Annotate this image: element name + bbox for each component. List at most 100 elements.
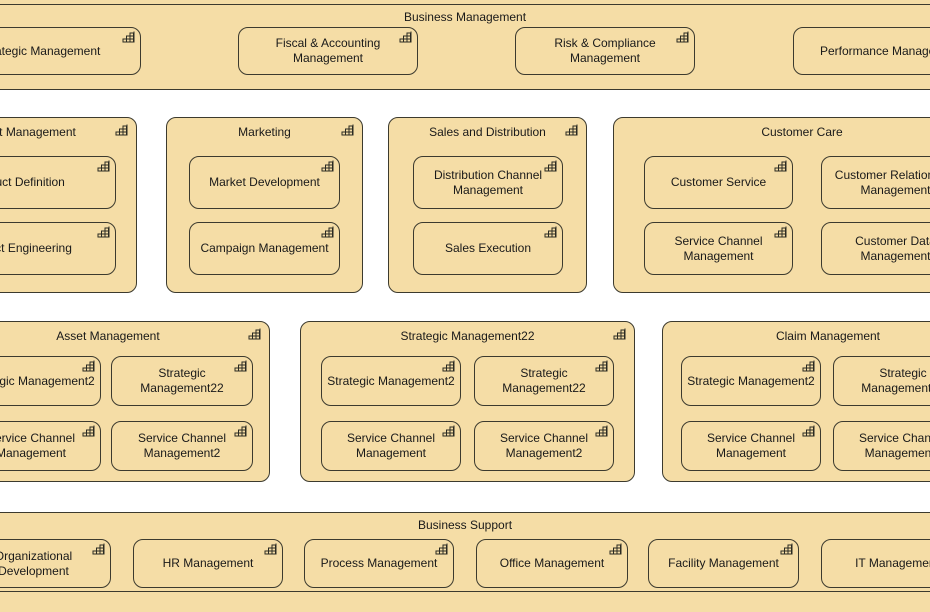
- capability-customer-service[interactable]: Customer Service: [644, 156, 793, 209]
- capability-hr-management[interactable]: HR Management: [133, 539, 283, 588]
- capability-icon: [320, 226, 334, 239]
- group-strategic-management22[interactable]: Strategic Management22 Strategic Managem…: [300, 321, 635, 482]
- capability-label: Product Engineering: [0, 241, 72, 255]
- capability-campaign-management[interactable]: Campaign Management: [189, 222, 340, 275]
- capability-office-management[interactable]: Office Management: [476, 539, 628, 588]
- capability-sales-execution[interactable]: Sales Execution: [413, 222, 563, 275]
- capability-icon: [779, 543, 793, 556]
- capability-icon: [340, 124, 354, 137]
- capability-icon: [81, 360, 95, 373]
- capability-icon: [564, 124, 578, 137]
- group-title: Claim Management: [775, 329, 881, 343]
- capability-service-channel-management2[interactable]: Service Channel Management2: [474, 421, 614, 471]
- band-title: Business Support: [417, 518, 513, 532]
- capability-icon: [320, 160, 334, 173]
- capability-label: Office Management: [499, 556, 605, 570]
- group-marketing[interactable]: Marketing Market Development Campaign Ma…: [166, 117, 363, 293]
- clipped-band-bottom-sliver: [0, 592, 930, 612]
- capability-customer-data-management[interactable]: Customer Data Management: [821, 222, 930, 275]
- capability-label: Strategic Management22: [140, 366, 224, 395]
- capability-label: Strategic Management2: [0, 373, 95, 388]
- group-title: Marketing: [238, 125, 291, 139]
- capability-label: Strategic Management: [0, 43, 101, 58]
- capability-service-channel-management[interactable]: Service Channel Management: [681, 421, 821, 471]
- capability-product-definition[interactable]: Product Definition: [0, 156, 116, 209]
- capability-label: Sales Execution: [444, 241, 532, 255]
- capability-strategic-management2[interactable]: Strategic Management2: [321, 356, 461, 406]
- capability-distribution-channel-management[interactable]: Distribution Channel Management: [413, 156, 563, 209]
- group-asset-management[interactable]: Asset Management Strategic Management2 S…: [0, 321, 270, 482]
- capability-service-channel-management2[interactable]: Service Channel Management2: [833, 421, 930, 471]
- capability-label: Market Development: [209, 175, 320, 189]
- capability-it-management[interactable]: IT Management: [821, 539, 930, 588]
- capability-label: Distribution Channel Management: [433, 167, 543, 197]
- band-title: Business Management: [403, 10, 527, 24]
- capability-icon: [263, 543, 277, 556]
- capability-facility-management[interactable]: Facility Management: [648, 539, 799, 588]
- capability-product-engineering[interactable]: Product Engineering: [0, 222, 116, 275]
- group-product-management[interactable]: Product Management Product Definition Pr…: [0, 117, 137, 293]
- capability-icon: [543, 226, 557, 239]
- capability-label: Fiscal & Accounting Management: [275, 36, 381, 65]
- capability-strategic-management2[interactable]: Strategic Management2: [681, 356, 821, 406]
- capability-label: Service Channel Management: [0, 431, 76, 460]
- capability-icon: [81, 425, 95, 438]
- capability-icon: [233, 360, 247, 373]
- capability-label: Customer Relationship Management: [834, 167, 930, 197]
- capability-service-channel-management[interactable]: Service Channel Management: [0, 421, 101, 471]
- capability-label: Service Channel Management2: [499, 431, 589, 460]
- clipped-band-top-sliver: [0, 0, 930, 4]
- band-business-management[interactable]: Business Management Strategic Management…: [0, 4, 930, 90]
- capability-strategic-management[interactable]: Strategic Management: [0, 27, 141, 75]
- capability-fiscal-accounting-management[interactable]: Fiscal & Accounting Management: [238, 27, 418, 75]
- capability-icon: [801, 425, 815, 438]
- group-customer-care[interactable]: Customer Care Customer Service Customer …: [613, 117, 930, 293]
- capability-strategic-management22[interactable]: Strategic Management22: [474, 356, 614, 406]
- capability-organizational-development[interactable]: Organizational Development: [0, 539, 111, 588]
- capability-market-development[interactable]: Market Development: [189, 156, 340, 209]
- capability-icon: [594, 360, 608, 373]
- group-sales-and-distribution[interactable]: Sales and Distribution Distribution Chan…: [388, 117, 587, 293]
- group-claim-management[interactable]: Claim Management Strategic Management2 S…: [662, 321, 930, 482]
- group-title: Strategic Management22: [400, 329, 535, 343]
- capability-label: Facility Management: [668, 556, 779, 570]
- capability-risk-compliance-management[interactable]: Risk & Compliance Management: [515, 27, 695, 75]
- capability-icon: [594, 425, 608, 438]
- capability-icon: [233, 425, 247, 438]
- capability-service-channel-management[interactable]: Service Channel Management: [644, 222, 793, 275]
- capability-service-channel-management2[interactable]: Service Channel Management2: [111, 421, 253, 471]
- capability-label: Customer Service: [670, 175, 767, 189]
- capability-performance-management[interactable]: Performance Management: [793, 27, 930, 75]
- capability-icon: [773, 160, 787, 173]
- capability-label: Product Definition: [0, 175, 65, 189]
- capability-label: Process Management: [320, 556, 438, 570]
- capability-label: HR Management: [162, 556, 254, 570]
- group-title: Sales and Distribution: [429, 125, 546, 139]
- capability-icon: [801, 360, 815, 373]
- capability-icon: [543, 160, 557, 173]
- capability-icon: [96, 226, 110, 239]
- capability-label: Service Channel Management2: [858, 431, 930, 460]
- capability-service-channel-management[interactable]: Service Channel Management: [321, 421, 461, 471]
- group-title: Product Management: [0, 125, 76, 139]
- capability-label: Strategic Management22: [861, 366, 930, 395]
- capability-label: Service Channel Management: [346, 431, 436, 460]
- capability-label: Service Channel Management2: [137, 431, 227, 460]
- capability-icon: [121, 31, 135, 44]
- capability-strategic-management2[interactable]: Strategic Management2: [0, 356, 101, 406]
- capability-icon: [398, 31, 412, 44]
- capability-customer-relationship-management[interactable]: Customer Relationship Management: [821, 156, 930, 209]
- capability-label: Performance Management: [819, 43, 930, 58]
- group-title: Customer Care: [761, 125, 843, 139]
- capability-icon: [612, 328, 626, 341]
- capability-label: Organizational Development: [0, 548, 73, 578]
- capability-process-management[interactable]: Process Management: [304, 539, 454, 588]
- capability-icon: [434, 543, 448, 556]
- capability-label: Campaign Management: [200, 241, 329, 255]
- capability-label: Strategic Management22: [502, 366, 586, 395]
- capability-icon: [675, 31, 689, 44]
- capability-strategic-management22[interactable]: Strategic Management22: [833, 356, 930, 406]
- capability-strategic-management22[interactable]: Strategic Management22: [111, 356, 253, 406]
- capability-label: Service Channel Management: [674, 233, 763, 263]
- band-business-support[interactable]: Business Support Organizational Developm…: [0, 512, 930, 592]
